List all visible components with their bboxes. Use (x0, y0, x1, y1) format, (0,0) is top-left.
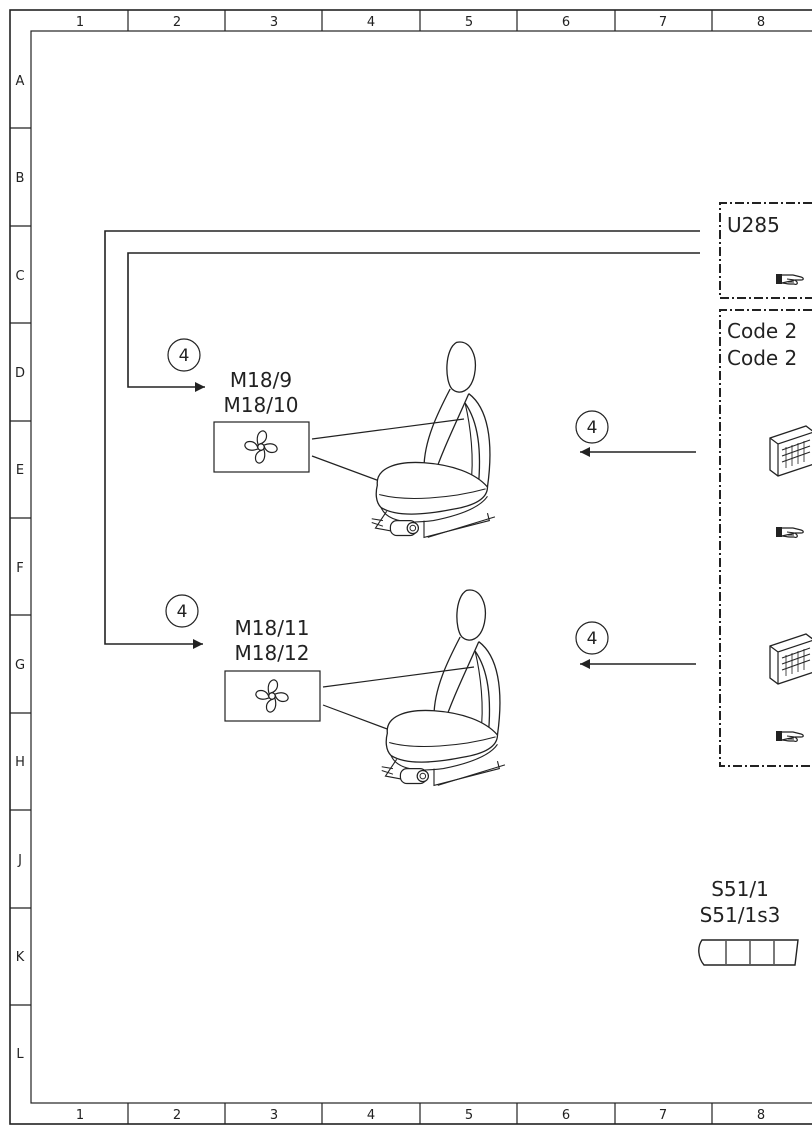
row-label: J (17, 853, 22, 868)
col-label: 1 (76, 15, 84, 30)
col-label: 2 (173, 1108, 181, 1123)
row-label: B (16, 171, 25, 186)
callout-upper-right: 4 (575, 410, 609, 444)
seat-lower-icon (381, 589, 506, 787)
fan-icon (255, 679, 289, 713)
callout-number: 4 (587, 418, 598, 438)
switch-label-2: S51/1s3 (700, 903, 781, 927)
fan-icon (244, 430, 278, 464)
col-label: 5 (465, 15, 473, 30)
callout-lower-right: 4 (575, 621, 609, 655)
wire-upper-feed (127, 252, 700, 392)
col-label: 4 (367, 1108, 375, 1123)
row-label: G (15, 658, 25, 673)
row-labels: A B C D E F G H J K L (15, 74, 25, 1062)
callout-upper-left: 4 (167, 338, 201, 372)
code-label-2: Code 2 (727, 346, 797, 370)
inner-frame (30, 30, 812, 1104)
switch-label-1: S51/1 (711, 877, 769, 901)
connector-icon (769, 425, 812, 477)
fan-upper-box (213, 421, 310, 473)
column-dividers (127, 10, 713, 1124)
fan-lower-component: M18/11 M18/12 (224, 616, 475, 746)
fan-upper-component: M18/9 M18/10 (213, 368, 465, 497)
connector-icon (769, 633, 812, 685)
row-label: C (15, 269, 24, 284)
col-label: 5 (465, 1108, 473, 1123)
col-label: 8 (757, 1108, 765, 1123)
leader-line (311, 418, 465, 440)
col-label: 1 (76, 1108, 84, 1123)
fan-lower-box (224, 670, 321, 722)
fan-lower-label-1: M18/11 (235, 616, 310, 640)
callout-lower-left: 4 (165, 594, 199, 628)
wire-lower-feed (104, 230, 700, 649)
code-label-1: Code 2 (727, 319, 797, 343)
fan-lower-label-2: M18/12 (235, 641, 310, 665)
col-label: 2 (173, 15, 181, 30)
callout-number: 4 (587, 629, 598, 649)
seat-upper-icon (371, 341, 496, 539)
callout-number: 4 (177, 602, 188, 622)
col-label: 4 (367, 15, 375, 30)
col-label: 6 (562, 1108, 570, 1123)
column-labels-bottom: 1 2 3 4 5 6 7 8 (76, 1108, 765, 1123)
row-label: L (16, 1047, 24, 1062)
leader-line (322, 666, 475, 688)
control-unit-label: U285 (727, 213, 780, 237)
row-label: E (16, 463, 24, 478)
callout-number: 4 (179, 346, 190, 366)
row-label: A (16, 74, 25, 89)
code-box: Code 2 Code 2 (719, 309, 812, 767)
outer-frame (9, 9, 812, 1125)
fan-upper-label-2: M18/10 (224, 393, 299, 417)
col-label: 7 (659, 15, 667, 30)
row-label: H (15, 755, 25, 770)
fan-upper-label-1: M18/9 (230, 368, 292, 392)
hand-pointer-icon (775, 730, 804, 742)
row-label: F (16, 561, 23, 576)
col-label: 3 (270, 15, 278, 30)
column-labels-top: 1 2 3 4 5 6 7 8 (76, 15, 765, 30)
hand-pointer-icon (775, 526, 804, 538)
control-unit-box: U285 (719, 202, 812, 299)
switch-connector-icon (698, 939, 799, 966)
col-label: 8 (757, 15, 765, 30)
col-label: 6 (562, 15, 570, 30)
row-label: K (16, 950, 25, 965)
row-dividers (10, 127, 31, 1006)
col-label: 7 (659, 1108, 667, 1123)
hand-pointer-icon (775, 273, 804, 285)
row-label: D (15, 366, 25, 381)
switch-component: S51/1 S51/1s3 (698, 877, 799, 966)
col-label: 3 (270, 1108, 278, 1123)
